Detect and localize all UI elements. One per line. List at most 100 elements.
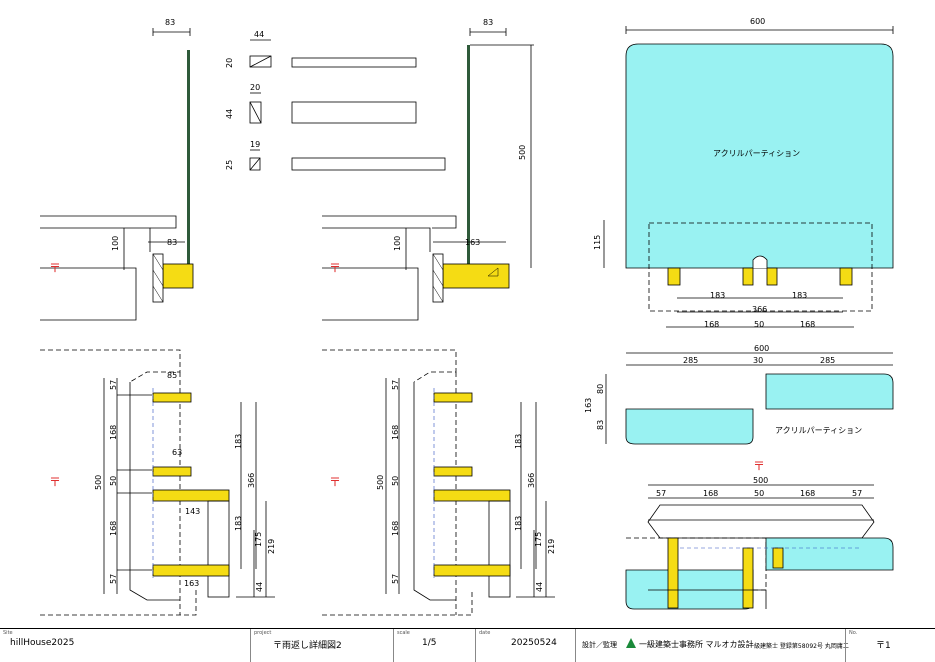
post-mark: 〒 — [49, 261, 61, 275]
dim-label: 30 — [753, 356, 763, 365]
dim-label: 50 — [391, 476, 400, 486]
dim-label: 57 — [391, 574, 400, 584]
date-cell: date 20250524 — [475, 629, 575, 662]
dim-label: 219 — [267, 539, 276, 554]
dim-label: 183 — [514, 516, 523, 531]
wood-rail — [152, 564, 230, 577]
acrylic-panel — [625, 43, 894, 269]
dim-label: 100 — [393, 236, 402, 251]
section-bottom-left: 500 57 168 50 168 57 85 63 143 163 183 3… — [40, 349, 276, 616]
dim-label: 163 — [584, 398, 593, 413]
dim-label: 57 — [656, 489, 666, 498]
dim-label: 50 — [754, 489, 764, 498]
dim-label: 500 — [376, 475, 385, 490]
design-cell: 設計／監理 一級建築士事務所 マルオカ設計 一級建築士 登録第58092号 丸岡… — [575, 629, 849, 662]
dim-label: 143 — [185, 507, 200, 516]
date-value: 20250524 — [511, 638, 557, 648]
dim-label: 175 — [534, 532, 543, 547]
wood-block — [839, 267, 853, 286]
office-text: 一級建築士事務所 マルオカ設計 — [639, 640, 754, 649]
dim-label: 366 — [247, 473, 256, 488]
dim-label: 20 — [225, 58, 234, 68]
dim-label: 168 — [109, 425, 118, 440]
wood-rail — [433, 392, 473, 403]
dim-label: 44 — [535, 582, 544, 592]
acrylic-panel — [625, 569, 754, 610]
board-sections: 44 20 20 44 19 25 — [225, 30, 446, 171]
dim-label: 600 — [754, 344, 769, 353]
wood-rail — [152, 466, 192, 477]
wood-rail — [433, 489, 511, 502]
wood-block — [667, 537, 679, 609]
dim-label: 44 — [225, 109, 234, 119]
dim-label: 57 — [391, 380, 400, 390]
section-top-left: 83 83 100 〒 — [40, 18, 194, 321]
section-bottom-middle: 500 57 168 50 168 57 183 366 183 175 219… — [322, 349, 556, 616]
acrylic-label: アクリルパーティション — [775, 426, 862, 435]
wood-rail — [152, 489, 230, 502]
dim-label: 85 — [167, 371, 177, 380]
project-label: project — [254, 630, 272, 636]
dim-label: 500 — [518, 145, 527, 160]
dim-label: 168 — [703, 489, 718, 498]
design-label: 設計／監理 — [582, 641, 617, 649]
dim-label: 44 — [254, 30, 264, 39]
dim-label: 83 — [596, 420, 605, 430]
site-name: hillHouse2025 — [10, 638, 75, 648]
wood-rail — [433, 466, 473, 477]
dim-label: 57 — [109, 574, 118, 584]
dim-label: 168 — [109, 521, 118, 536]
acrylic-panel — [765, 373, 894, 410]
post-mark: 〒 — [329, 261, 341, 275]
dim-label: 168 — [800, 489, 815, 498]
wood-rail — [162, 263, 194, 289]
site-cell: Site hillHouse2025 — [0, 629, 250, 662]
project-name: 〒雨返し詳細図2 — [273, 641, 342, 651]
dim-label: 168 — [391, 521, 400, 536]
dim-label: 25 — [225, 160, 234, 170]
dim-label: 168 — [704, 320, 719, 329]
dim-label: 183 — [710, 291, 725, 300]
plan-middle-right: 600 285 30 285 80 163 83 アクリルパーティション — [584, 344, 894, 445]
dim-label: 168 — [800, 320, 815, 329]
post-mark: 〒 — [49, 475, 61, 489]
dim-label: 285 — [820, 356, 835, 365]
dim-label: 183 — [792, 291, 807, 300]
dim-label: 57 — [109, 380, 118, 390]
wood-rail — [433, 564, 511, 577]
dim-label: 183 — [514, 434, 523, 449]
dim-label: 163 — [465, 238, 480, 247]
sheet-number: 〒1 — [876, 641, 891, 651]
dim-label: 44 — [255, 582, 264, 592]
dim-label: 115 — [593, 235, 602, 250]
dim-label: 80 — [596, 384, 605, 394]
acrylic-panel — [765, 537, 894, 571]
scale-value: 1/5 — [422, 638, 437, 648]
site-label: Site — [3, 630, 13, 636]
dim-label: 600 — [750, 17, 765, 26]
date-label: date — [479, 630, 491, 636]
dim-label: 57 — [852, 489, 862, 498]
dim-label: 183 — [234, 516, 243, 531]
wood-block — [742, 267, 754, 286]
architect-name: 一級建築士 登録第58092号 丸岡庸二 — [748, 643, 849, 650]
plan-bottom-right: 〒 500 57 168 50 168 57 — [625, 459, 894, 610]
post-mark: 〒 — [753, 459, 765, 473]
dim-label: 175 — [254, 532, 263, 547]
wood-block — [766, 267, 778, 286]
office-logo-icon — [626, 638, 636, 648]
post — [467, 45, 470, 265]
post — [187, 50, 190, 265]
dim-label: 19 — [250, 140, 260, 149]
dim-label: 500 — [753, 476, 768, 485]
dim-label: 183 — [234, 434, 243, 449]
section-top-middle: 83 500 163 100 〒 — [322, 18, 534, 321]
elevation-top-right: 600 アクリルパーティション 115 183 183 366 168 50 1… — [593, 17, 894, 329]
dim-label: 83 — [165, 18, 175, 27]
scale-cell: scale 1/5 — [393, 629, 475, 662]
office-name: 一級建築士事務所 マルオカ設計 — [626, 638, 754, 650]
no-cell: No. 〒1 — [845, 629, 935, 662]
wood-rail — [152, 392, 192, 403]
dim-label: 285 — [683, 356, 698, 365]
